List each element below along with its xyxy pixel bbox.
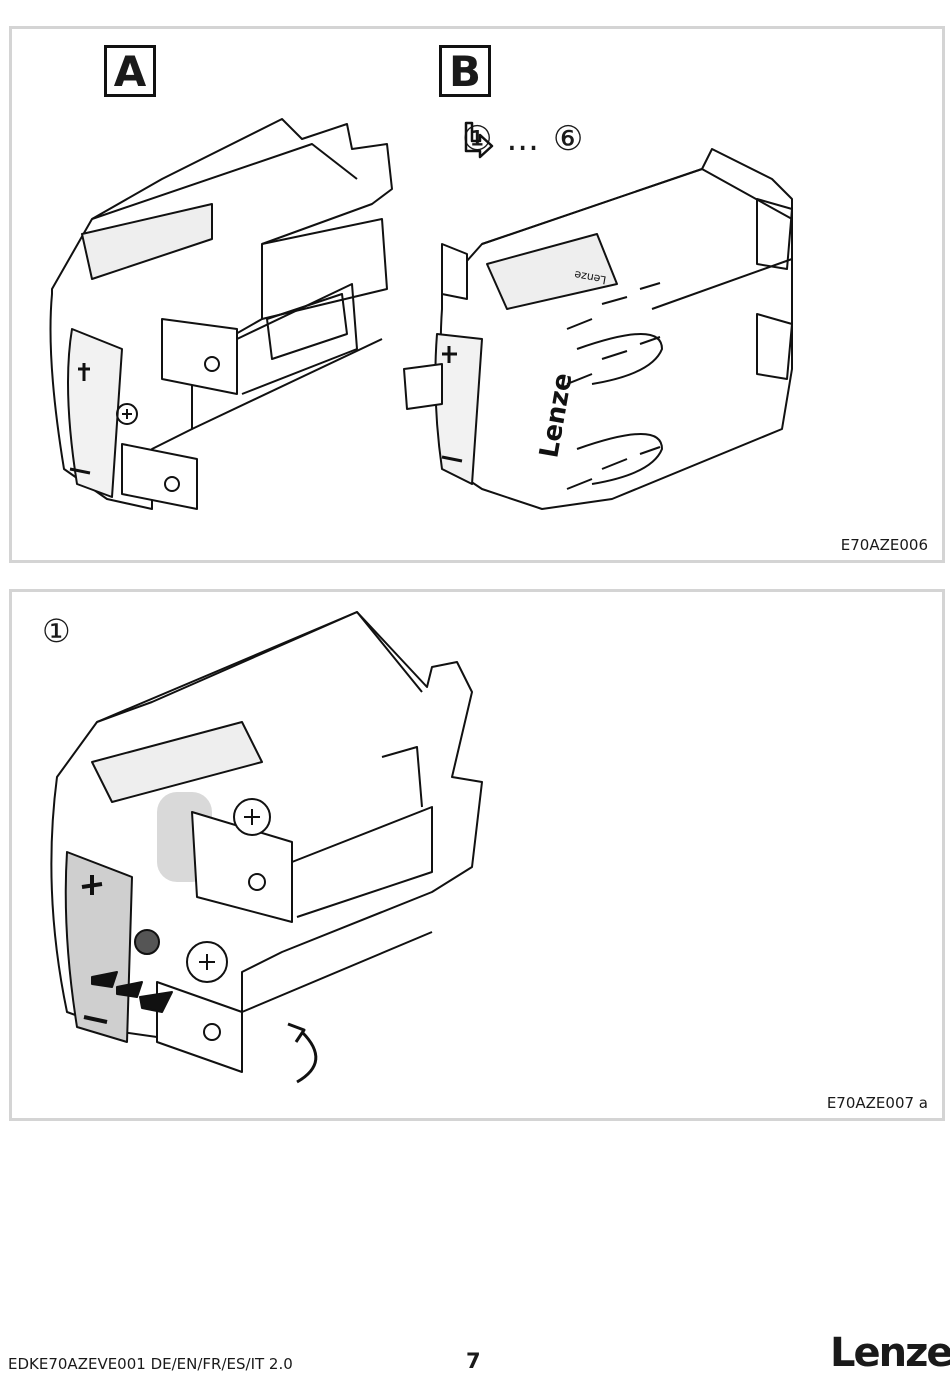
illustration-battery-removal [50,611,483,1084]
battery-holder-b-drawing: Lenze Lenze [403,148,793,510]
step-marker: ① [42,612,71,650]
view-label-a: A [104,45,156,97]
step-ellipsis: ... [506,119,539,159]
battery-holder-removal-drawing [50,611,483,1084]
footer-page-number: 7 [466,1349,481,1373]
battery-holder-a-drawing [49,118,393,510]
figure-panel-bottom: ① E70AZE007 a [9,589,945,1121]
view-label-b: B [439,45,491,97]
brand-logo: Lenze [830,1330,950,1376]
svg-text:Lenze: Lenze [573,268,607,286]
figure-code-bottom: E70AZE007 a [826,1094,928,1112]
step-end: ⑥ [552,119,584,159]
step-range: ① ... ⑥ [462,119,583,159]
illustration-battery-holder-views: Lenze Lenze [49,118,793,510]
step-arrow-icon [464,121,494,159]
figure-panel-top: Lenze Lenze A B ① ... ⑥ E70AZE006 [9,26,945,563]
figure-code-top: E70AZE006 [840,536,928,554]
footer-document-id: EDKE70AZEVE001 DE/EN/FR/ES/IT 2.0 [8,1355,293,1373]
